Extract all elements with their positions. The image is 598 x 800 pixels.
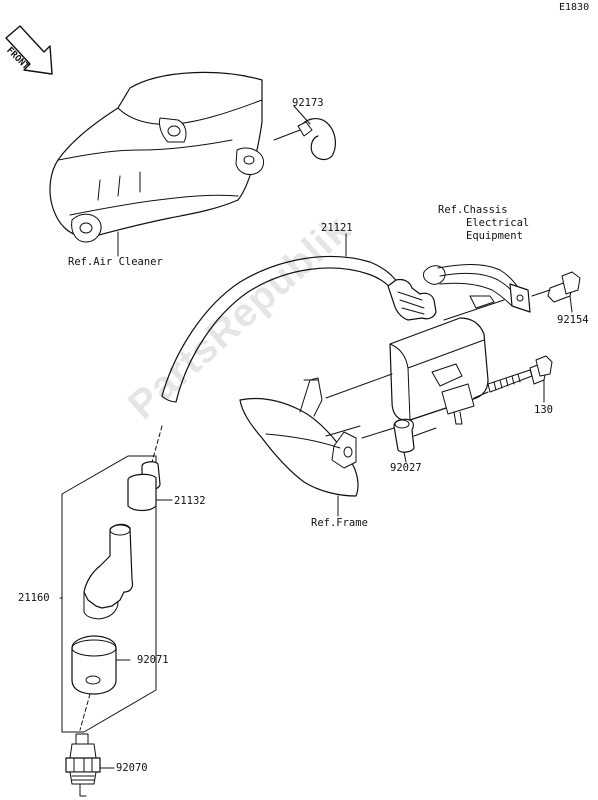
ref-frame-label: Ref.Frame <box>311 517 368 529</box>
part-label-92173: 92173 <box>292 97 324 109</box>
harness-connector <box>423 264 531 321</box>
part-label-130: 130 <box>534 404 553 416</box>
ref-air-cleaner-label: Ref.Air Cleaner <box>68 256 163 268</box>
ref-chassis-label-line1: Ref.Chassis <box>438 204 508 216</box>
rubber-seal-92071 <box>71 635 131 695</box>
part-label-92027: 92027 <box>390 462 422 474</box>
plug-cap <box>83 523 134 620</box>
part-label-92071: 92071 <box>137 654 169 666</box>
part-label-21121: 21121 <box>321 222 353 234</box>
clamp-92173 <box>273 105 336 161</box>
frame-bracket <box>239 373 393 517</box>
part-label-92070: 92070 <box>116 762 148 774</box>
ref-chassis-label-line2: Electrical <box>466 217 530 229</box>
collar-92027 <box>361 418 437 463</box>
air-cleaner-housing <box>49 71 265 243</box>
ref-chassis-label-line3: Equipment <box>466 230 523 242</box>
part-label-21160: 21160 <box>18 592 50 604</box>
spark-plug-92070 <box>65 733 115 797</box>
part-label-21132: 21132 <box>174 495 206 507</box>
part-label-92154: 92154 <box>557 314 589 326</box>
assembly-boundary-21160 <box>59 455 157 733</box>
diagram-code: E1830 <box>559 2 590 13</box>
bolt-130 <box>473 355 553 403</box>
ignition-lead-21121 <box>161 233 401 403</box>
bolt-92154 <box>531 271 581 313</box>
front-arrow-icon <box>5 25 53 75</box>
boot-connector-21132 <box>127 461 173 512</box>
